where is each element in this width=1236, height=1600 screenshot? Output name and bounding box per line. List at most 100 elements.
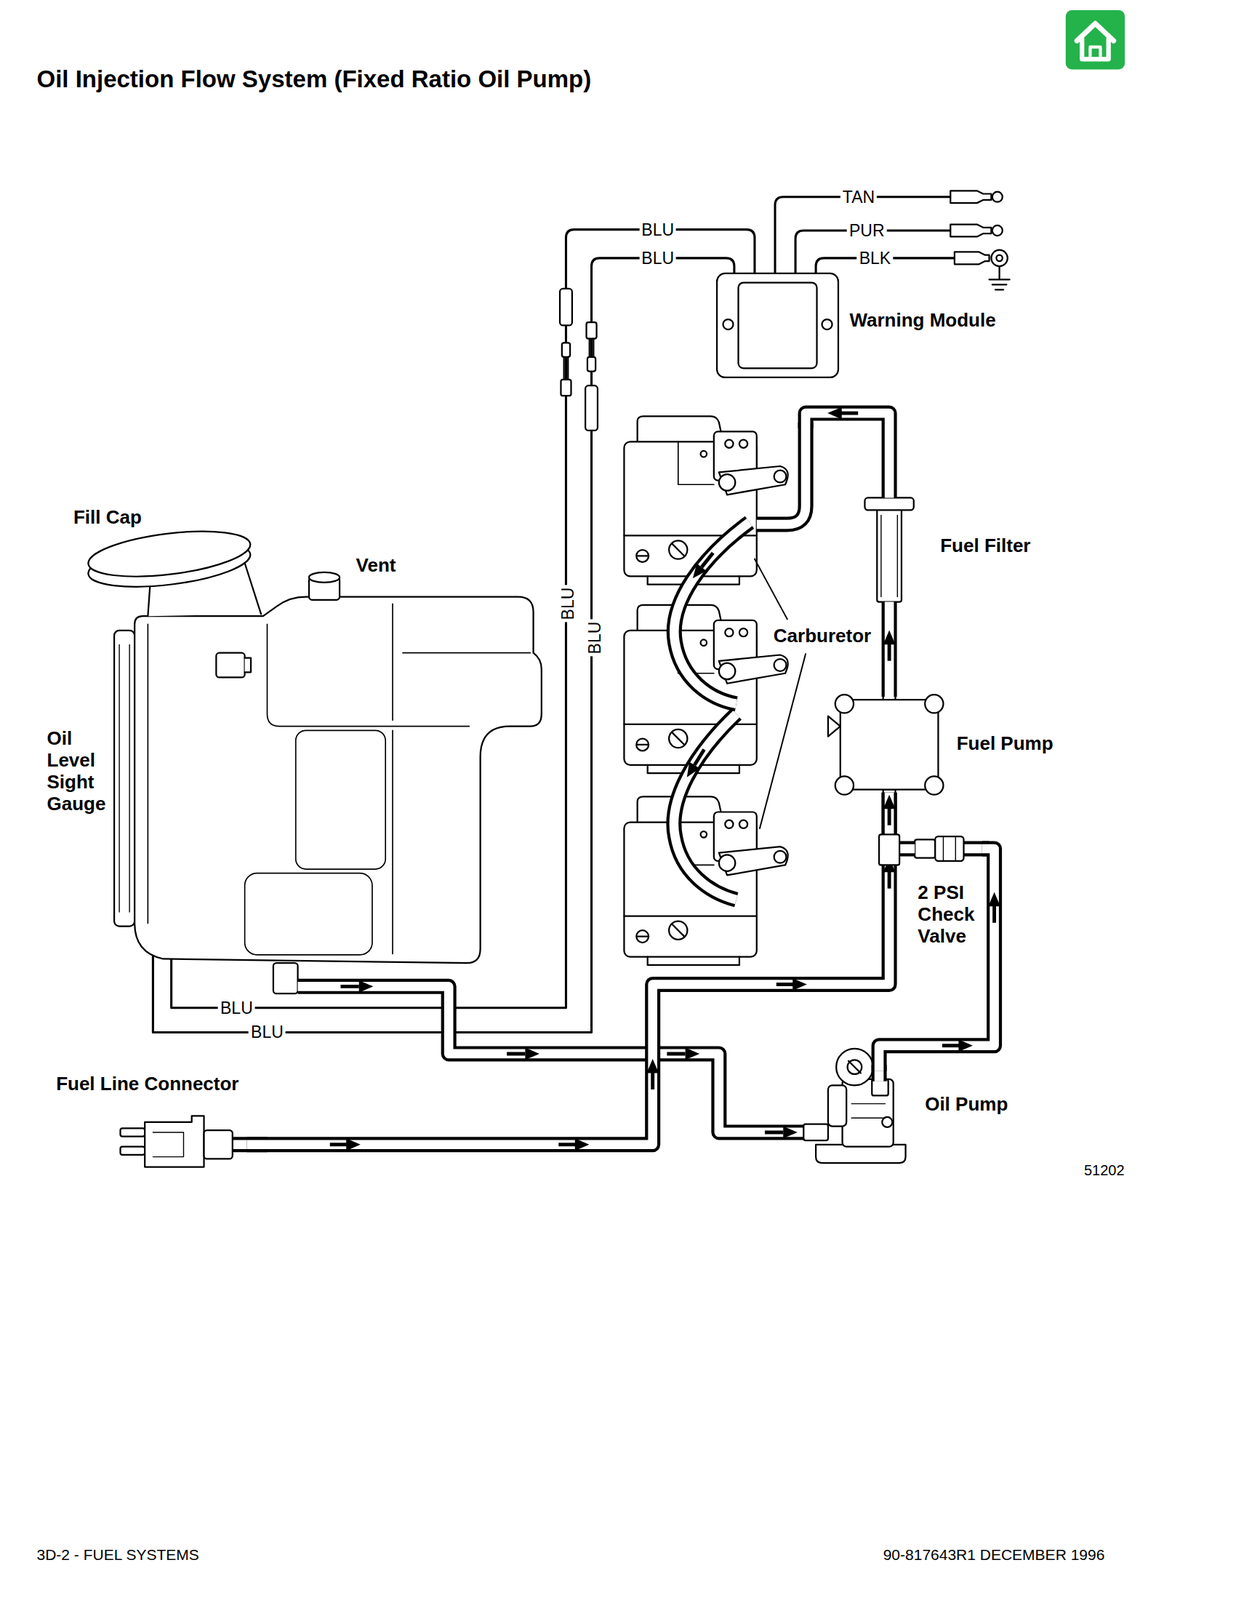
oil-hose xyxy=(298,985,813,1133)
oil-tank xyxy=(119,644,130,912)
fuel-pump xyxy=(924,694,943,713)
component-label: Carburetor xyxy=(772,625,873,648)
wire-terminal xyxy=(950,190,1008,267)
oil-pump xyxy=(828,1084,847,1126)
flow-arrow xyxy=(694,552,714,765)
footer-text: 3D-2 - FUEL SYSTEMS xyxy=(36,1545,199,1564)
wire-color-label: BLU xyxy=(585,618,605,656)
fuel-pump xyxy=(828,685,943,805)
fuel-pump xyxy=(835,775,854,794)
flow-arrow xyxy=(988,892,1001,907)
flow-arrow xyxy=(346,1137,361,1151)
fuel-hose xyxy=(673,713,737,900)
bullet-connector xyxy=(564,356,569,380)
hose-connector xyxy=(884,602,895,697)
oil-tank xyxy=(309,572,340,583)
oil-hose xyxy=(298,985,813,1133)
fuel-hose xyxy=(673,522,750,704)
oil-tank xyxy=(245,657,251,673)
flow-arrow xyxy=(887,807,892,826)
ground-symbol xyxy=(989,266,1010,290)
component-label: Fuel Line Connector xyxy=(55,1073,239,1095)
wire-terminal xyxy=(950,190,991,203)
oil-pump xyxy=(851,1103,885,1119)
oil-tank xyxy=(266,623,469,726)
flow-arrow xyxy=(330,1142,348,1146)
oil-pump xyxy=(847,1059,863,1074)
component-label: Oil Pump xyxy=(924,1093,1008,1116)
component-label: Fuel Pump xyxy=(956,732,1054,755)
fuel-filter xyxy=(864,497,914,510)
bullet-connector xyxy=(559,288,598,431)
flow-arrow xyxy=(792,977,808,991)
bullet-connector xyxy=(562,342,571,357)
warning-module xyxy=(822,319,833,330)
fuel-line-connector xyxy=(120,1127,146,1136)
check-valve xyxy=(934,836,964,861)
oil-pump xyxy=(842,1078,894,1147)
figure-number: 51202 xyxy=(1084,1161,1125,1179)
wire-color-label: BLU xyxy=(639,248,677,268)
fuel-hose xyxy=(673,713,737,900)
oil-pump xyxy=(803,1124,829,1141)
wire-color-label: BLU xyxy=(558,585,578,623)
oil-tank xyxy=(85,523,254,584)
component-label: 2 PSI Check Valve xyxy=(917,881,979,948)
fuel-pump xyxy=(924,775,943,794)
home-icon xyxy=(1089,47,1101,60)
flow-arrow xyxy=(883,630,896,645)
fuel-pump xyxy=(835,694,854,713)
wire-terminal xyxy=(992,225,1003,236)
fuel-pump: Fuel Pump xyxy=(831,696,1056,793)
fuel-hose xyxy=(756,422,806,525)
fuel-line-connector xyxy=(204,1129,233,1159)
ground-symbol xyxy=(989,266,1010,290)
part-label: Fill Cap xyxy=(73,506,142,529)
oil-tank xyxy=(85,523,542,994)
hose-connector xyxy=(881,602,898,697)
oil-tank xyxy=(295,729,386,869)
fuel-filter xyxy=(881,514,898,597)
wire-terminal xyxy=(996,255,1002,262)
fuel-line-connector xyxy=(120,1115,233,1167)
home-icon xyxy=(1081,38,1109,59)
flow-arrow xyxy=(992,905,997,923)
carburetor: Carburetor xyxy=(615,428,876,952)
hose-connector xyxy=(805,412,890,498)
part-label: Oil Level Sight Gauge xyxy=(47,727,110,816)
fuel-line-connector: Fuel Line Connector xyxy=(53,1068,248,1168)
hose-connector xyxy=(879,848,994,1071)
flow-arrow xyxy=(887,871,892,889)
oil-pump xyxy=(803,1048,906,1163)
flow-arrow xyxy=(646,1058,659,1074)
flow-arrow xyxy=(687,563,707,778)
home-icon xyxy=(1065,10,1125,70)
flow-arrow xyxy=(958,1038,973,1052)
flow-arrow xyxy=(887,643,892,661)
oil-pump xyxy=(836,1048,873,1085)
fuel-pump xyxy=(840,699,939,789)
fuel-line-connector xyxy=(120,1146,146,1155)
flow-arrow xyxy=(650,1071,655,1090)
check-valve xyxy=(942,836,956,861)
oil-pump xyxy=(871,1078,888,1095)
wire-terminal xyxy=(992,191,1003,203)
fuel-hose xyxy=(805,407,890,499)
warning-module xyxy=(738,282,818,369)
fuel-hose xyxy=(883,602,896,697)
check-valve: 2 PSI Check Valve xyxy=(914,831,983,954)
component-label: Warning Module xyxy=(849,309,996,332)
fuel-line-connector xyxy=(144,1115,204,1167)
fuel-line-connector xyxy=(152,1132,184,1157)
wire-color-label: TAN xyxy=(840,186,877,206)
flow-arrow xyxy=(340,980,797,1138)
hose-connector xyxy=(879,848,994,1071)
flow-arrow xyxy=(827,407,842,420)
wire-color-label: BLU xyxy=(639,219,677,239)
wire-color-label: BLU xyxy=(218,998,256,1018)
bullet-connector xyxy=(589,338,595,357)
hose-connector xyxy=(246,792,890,1145)
warning-module xyxy=(716,273,839,378)
